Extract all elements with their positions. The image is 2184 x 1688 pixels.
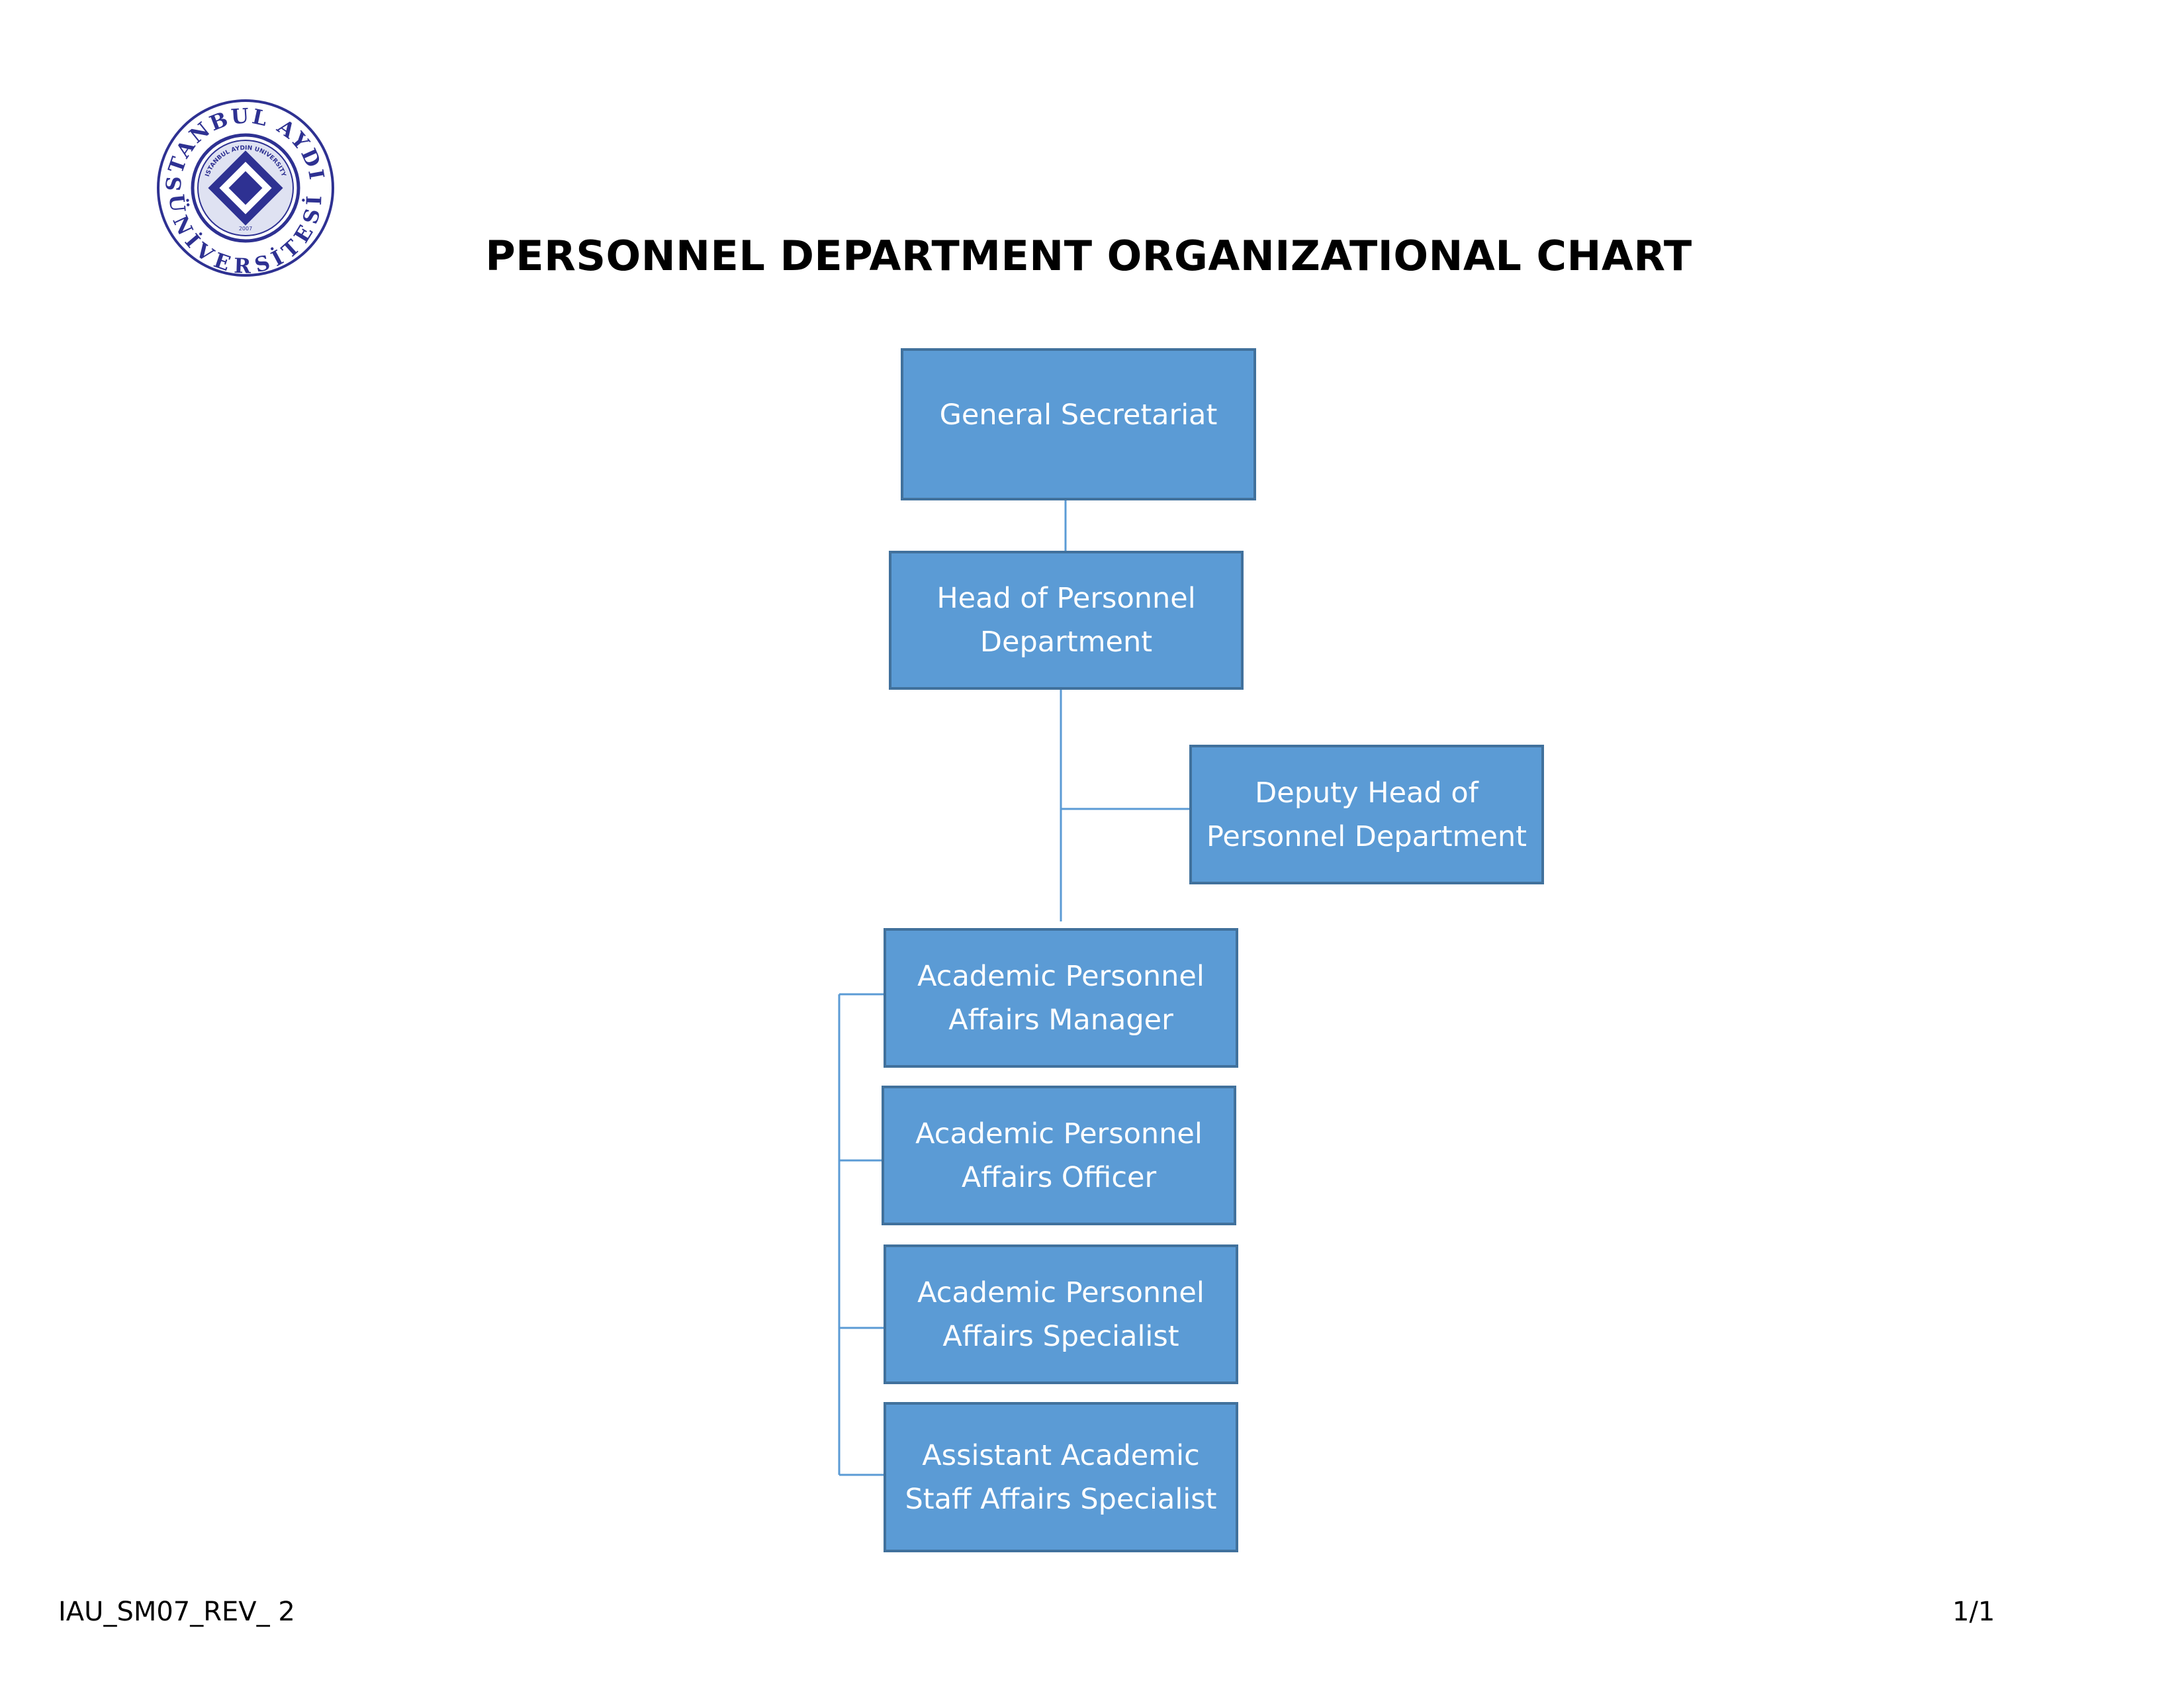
node-label-line: Deputy Head of — [1255, 776, 1479, 810]
node-label-line: Staff Affairs Specialist — [905, 1482, 1217, 1516]
org-node-affairs-specialist: Academic Personnel Affairs Specialist — [884, 1244, 1238, 1384]
node-label-line: Department — [979, 626, 1153, 659]
node-label-line: Assistant Academic — [922, 1438, 1200, 1472]
logo-year: 2007 — [239, 226, 252, 232]
node-label-line: Affairs Officer — [961, 1160, 1157, 1194]
org-node-affairs-manager: Academic Personnel Affairs Manager — [884, 928, 1238, 1068]
node-label-line: Personnel Department — [1206, 820, 1527, 853]
page-title: PERSONNEL DEPARTMENT ORGANIZATIONAL CHAR… — [485, 232, 1692, 280]
node-label-line: Academic Personnel — [915, 1117, 1203, 1150]
node-label-line: Head of Personnel — [936, 582, 1196, 615]
org-node-assistant-specialist: Assistant Academic Staff Affairs Special… — [884, 1402, 1238, 1552]
org-node-deputy-head: Deputy Head of Personnel Department — [1189, 745, 1544, 884]
university-logo: İSTANBUL AYDIN ÜNİVERSİTESİ ISTANBUL AYD… — [156, 98, 334, 278]
node-label-line: Academic Personnel — [917, 959, 1205, 993]
node-label-line: General Secretariat — [939, 399, 1218, 432]
org-node-general-secretariat: General Secretariat — [901, 348, 1256, 500]
node-label-line: Affairs Specialist — [942, 1319, 1179, 1353]
document-code: IAU_SM07_REV_ 2 — [58, 1597, 295, 1627]
node-label-line: Affairs Manager — [948, 1003, 1173, 1037]
node-label-line: Academic Personnel — [917, 1276, 1205, 1309]
logo-emblem — [208, 150, 283, 226]
org-node-head-of-personnel-department: Head of Personnel Department — [889, 551, 1244, 690]
page-number: 1/1 — [1952, 1597, 1995, 1627]
org-node-affairs-officer: Academic Personnel Affairs Officer — [882, 1086, 1236, 1225]
